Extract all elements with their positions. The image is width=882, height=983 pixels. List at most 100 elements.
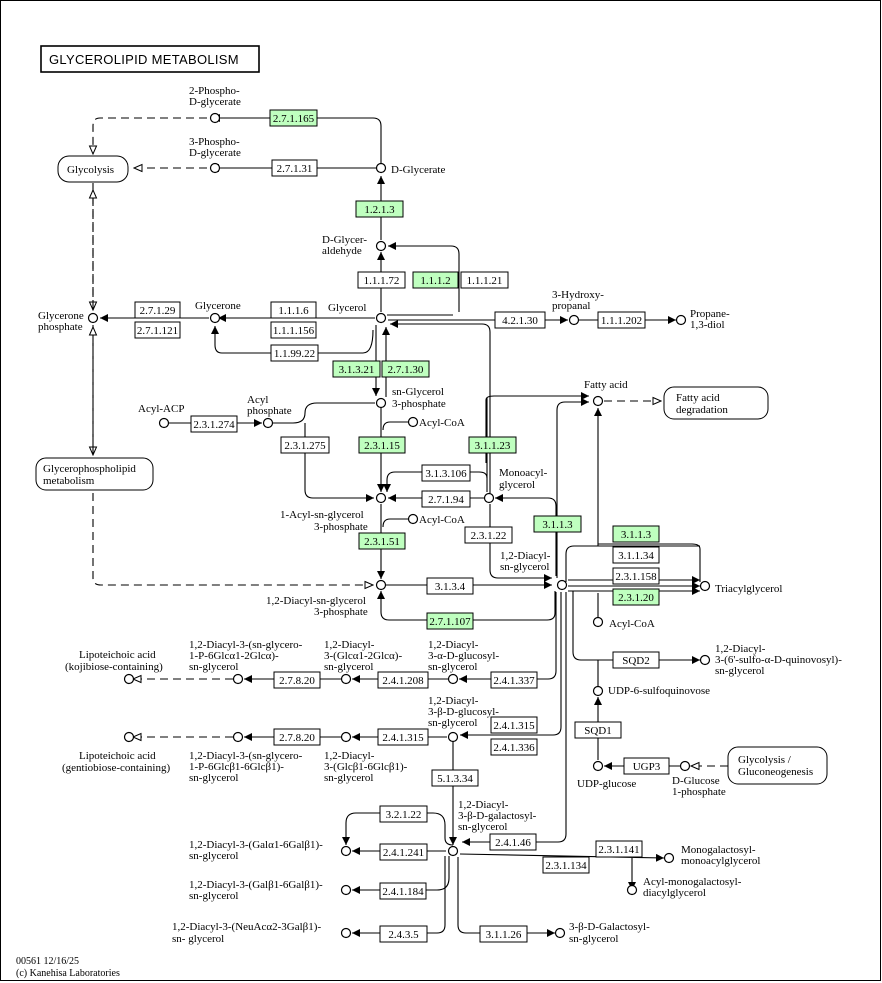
enzyme-box-e2-3-1-274[interactable]: 2.3.1.274: [190, 415, 238, 433]
enzyme-box-e2-3-1-158[interactable]: 2.3.1.158: [612, 567, 660, 585]
compound-node[interactable]: [375, 240, 387, 252]
enzyme-box-sqd2[interactable]: SQD2: [612, 651, 660, 669]
enzyme-box-e2-7-1-31[interactable]: 2.7.1.31: [271, 159, 318, 177]
enzyme-box-e1-1-1-2[interactable]: 1.1.1.2: [412, 271, 459, 289]
enzyme-label: 2.4.3.5: [388, 929, 419, 941]
enzyme-box-e2-3-1-20[interactable]: 2.3.1.20: [612, 588, 660, 606]
map-glycolysis-gluconeogenesis[interactable]: Glycolysis / Gluconeogenesis: [727, 746, 828, 785]
enzyme-label: 3.1.3.106: [425, 468, 467, 480]
compound-node[interactable]: [592, 760, 604, 772]
compound-node[interactable]: [232, 673, 244, 685]
enzyme-label: 2.3.1.134: [545, 860, 587, 872]
enzyme-box-e1-1-1-21[interactable]: 1.1.1.21: [460, 271, 509, 289]
enzyme-box-e2-4-1-315-b[interactable]: 2.4.1.315: [490, 716, 538, 734]
map-glycolysis[interactable]: Glycolysis: [57, 155, 129, 183]
compound-node[interactable]: [262, 417, 274, 429]
enzyme-label: 1.1.1.72: [364, 275, 400, 287]
enzyme-box-e3-1-1-3-a[interactable]: 3.1.1.3: [533, 515, 582, 533]
enzyme-box-e2-4-1-184[interactable]: 2.4.1.184: [379, 882, 427, 900]
compound-node[interactable]: [663, 852, 675, 864]
compound-node[interactable]: [375, 397, 387, 409]
enzyme-box-e3-1-3-106[interactable]: 3.1.3.106: [421, 464, 471, 482]
enzyme-box-e2-7-1-30[interactable]: 2.7.1.30: [381, 360, 430, 378]
enzyme-box-e2-3-1-141[interactable]: 2.3.1.141: [595, 840, 643, 858]
enzyme-box-e2-4-1-315-a[interactable]: 2.4.1.315: [377, 728, 429, 746]
compound-node[interactable]: [592, 685, 604, 697]
enzyme-box-e3-1-1-26[interactable]: 3.1.1.26: [479, 925, 528, 943]
enzyme-box-e3-1-1-34[interactable]: 3.1.1.34: [612, 546, 660, 564]
enzyme-box-e1-1-1-156[interactable]: 1.1.1.156: [270, 321, 317, 339]
compound-node[interactable]: [556, 579, 568, 591]
enzyme-box-e3-1-1-23[interactable]: 3.1.1.23: [468, 436, 517, 454]
compound-node[interactable]: [340, 884, 352, 896]
compound-node[interactable]: [407, 513, 419, 525]
compound-node[interactable]: [340, 927, 352, 939]
enzyme-box-e2-3-1-51[interactable]: 2.3.1.51: [358, 532, 406, 550]
enzyme-box-e2-3-1-134[interactable]: 2.3.1.134: [542, 856, 590, 874]
enzyme-box-e1-1-1-72[interactable]: 1.1.1.72: [357, 271, 406, 289]
enzyme-box-e2-7-1-165[interactable]: 2.7.1.165: [269, 109, 318, 127]
enzyme-box-e1-1-1-6[interactable]: 1.1.1.6: [270, 301, 317, 319]
compound-node[interactable]: [375, 312, 387, 324]
compound-node[interactable]: [592, 616, 604, 628]
enzyme-box-e3-1-3-21[interactable]: 3.1.3.21: [332, 360, 381, 378]
compound-node[interactable]: [158, 417, 170, 429]
compound-node[interactable]: [592, 395, 604, 407]
compound-node[interactable]: [123, 731, 135, 743]
label-glucosyl-a: 3-α-D-glucosyl-: [428, 650, 499, 662]
compound-node[interactable]: [209, 162, 221, 174]
enzyme-box-e3-2-1-22[interactable]: 3.2.1.22: [379, 805, 428, 823]
compound-node[interactable]: [675, 314, 687, 326]
compound-node[interactable]: [699, 654, 711, 666]
enzyme-box-e2-7-1-107[interactable]: 2.7.1.107: [426, 612, 474, 630]
enzyme-box-e2-4-1-336[interactable]: 2.4.1.336: [490, 738, 538, 756]
label-acyl-coa-1: Acyl-CoA: [419, 417, 465, 429]
enzyme-box-e2-7-8-20-b[interactable]: 2.7.8.20: [273, 728, 321, 746]
enzyme-box-e4-2-1-30[interactable]: 4.2.1.30: [494, 311, 546, 329]
compound-node[interactable]: [209, 312, 221, 324]
compound-node[interactable]: [679, 760, 691, 772]
compound-node[interactable]: [483, 492, 495, 504]
label-acyl-sn-glycerol-3p: 1-Acyl-sn-glycerol: [280, 509, 364, 521]
enzyme-box-e2-3-1-15[interactable]: 2.3.1.15: [358, 436, 406, 454]
enzyme-box-e2-4-1-241[interactable]: 2.4.1.241: [379, 843, 428, 861]
enzyme-box-e2-4-1-208[interactable]: 2.4.1.208: [377, 671, 429, 689]
compound-node[interactable]: [554, 927, 566, 939]
compound-node[interactable]: [699, 580, 711, 592]
compound-node[interactable]: [375, 162, 387, 174]
compound-node[interactable]: [209, 112, 221, 124]
compound-node[interactable]: [407, 416, 419, 428]
enzyme-box-e3-1-1-3-b[interactable]: 3.1.1.3: [612, 525, 660, 543]
enzyme-box-e1-2-1-3[interactable]: 1.2.1.3: [355, 200, 404, 218]
enzyme-box-e1-1-1-202[interactable]: 1.1.1.202: [597, 311, 646, 329]
enzyme-box-sqd1[interactable]: SQD1: [574, 721, 622, 739]
enzyme-box-e2-3-1-22[interactable]: 2.3.1.22: [464, 526, 513, 544]
compound-node[interactable]: [340, 731, 352, 743]
compound-node[interactable]: [375, 579, 387, 591]
map-glycerophospholipid-metabolism[interactable]: Glycerophospholipid metabolism: [35, 457, 154, 491]
compound-node[interactable]: [568, 314, 580, 326]
enzyme-box-e2-7-1-121[interactable]: 2.7.1.121: [134, 321, 181, 339]
compound-node[interactable]: [340, 673, 352, 685]
enzyme-box-e2-7-1-94[interactable]: 2.7.1.94: [421, 490, 471, 508]
compound-node[interactable]: [375, 492, 387, 504]
compound-node[interactable]: [232, 731, 244, 743]
enzyme-box-e1-1-99-22[interactable]: 1.1.99.22: [270, 344, 319, 362]
enzyme-box-e3-1-3-4[interactable]: 3.1.3.4: [426, 577, 474, 595]
compound-node[interactable]: [340, 845, 352, 857]
compound-node[interactable]: [626, 884, 638, 896]
enzyme-box-e2-7-1-29[interactable]: 2.7.1.29: [134, 301, 181, 319]
compound-node[interactable]: [447, 845, 459, 857]
enzyme-box-e2-4-1-46[interactable]: 2.4.1.46: [489, 833, 537, 851]
enzyme-box-e2-4-3-5[interactable]: 2.4.3.5: [379, 925, 428, 943]
enzyme-box-e2-3-1-275[interactable]: 2.3.1.275: [280, 436, 330, 454]
enzyme-box-e2-7-8-20-a[interactable]: 2.7.8.20: [273, 671, 321, 689]
enzyme-box-ugp3[interactable]: UGP3: [623, 757, 670, 775]
compound-node[interactable]: [123, 673, 135, 685]
enzyme-box-e5-1-3-34[interactable]: 5.1.3.34: [431, 769, 479, 787]
compound-node[interactable]: [447, 673, 459, 685]
compound-node[interactable]: [87, 312, 99, 324]
map-fatty-acid-degradation[interactable]: Fatty acid degradation: [663, 386, 769, 420]
enzyme-box-e2-4-1-337[interactable]: 2.4.1.337: [490, 671, 538, 689]
compound-node[interactable]: [447, 731, 459, 743]
